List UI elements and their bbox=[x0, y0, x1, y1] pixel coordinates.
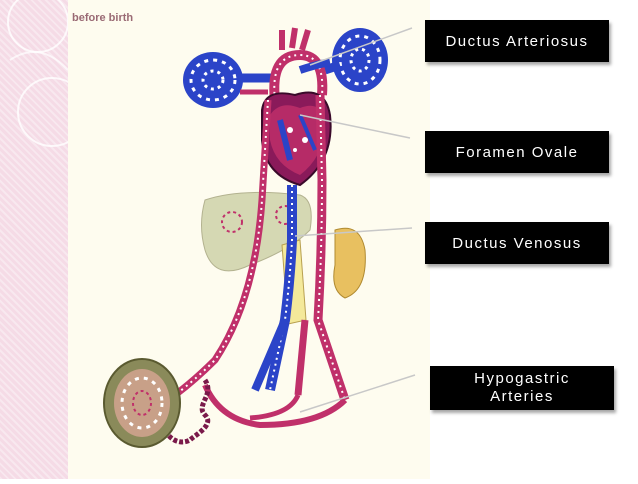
ductus-arteriosus-vessel bbox=[298, 58, 331, 74]
placenta bbox=[103, 358, 181, 448]
diagram-caption: before birth bbox=[72, 12, 134, 24]
right-lung bbox=[332, 28, 388, 92]
pointer-ductus-venosus bbox=[294, 227, 413, 237]
iliac-vessel-left bbox=[251, 318, 289, 392]
label-ductus-arteriosus: Ductus Arteriosus bbox=[425, 20, 609, 62]
umbilical-cord bbox=[162, 378, 211, 445]
pointer-ductus-arteriosus bbox=[309, 27, 413, 66]
pointer-foramen-ovale bbox=[299, 114, 411, 139]
heart bbox=[261, 91, 332, 187]
aortic-arch bbox=[269, 27, 328, 101]
spleen bbox=[333, 227, 366, 299]
label-foramen-ovale: Foramen Ovale bbox=[425, 131, 609, 173]
label-ductus-venosus: Ductus Venosus bbox=[425, 222, 609, 264]
decorative-sidebar bbox=[0, 0, 87, 479]
left-lung bbox=[183, 52, 243, 108]
umbilical-vein bbox=[172, 99, 272, 398]
pointer-hypogastric-arteries bbox=[299, 374, 416, 413]
iliac-vessel-right bbox=[294, 319, 309, 396]
pulmonary-vessel-right bbox=[323, 60, 342, 75]
label-hypogastric-arteries: Hypogastric Arteries bbox=[430, 366, 614, 410]
hypogastric-artery bbox=[202, 383, 348, 429]
